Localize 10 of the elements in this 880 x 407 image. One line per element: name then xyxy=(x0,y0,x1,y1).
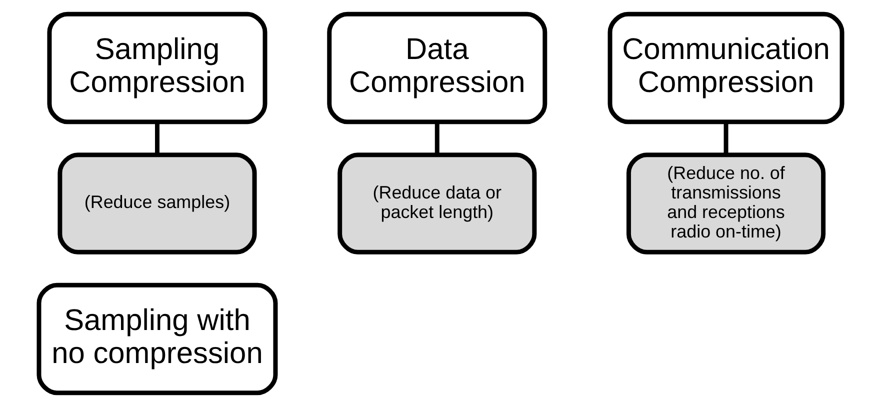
node-box: Communication Compression xyxy=(607,12,844,124)
connector xyxy=(154,122,159,155)
node-box: Sampling Compression xyxy=(46,12,267,124)
node-box: Data Compression xyxy=(326,12,547,124)
node-box: (Reduce samples) xyxy=(57,152,256,254)
node-box: Sampling with no compression xyxy=(36,282,278,396)
node-box: (Reduce no. of transmissions and receptions radio on-time) xyxy=(626,152,826,254)
connector xyxy=(723,122,728,155)
connector xyxy=(434,122,439,155)
node-box: (Reduce data or packet length) xyxy=(337,152,536,254)
